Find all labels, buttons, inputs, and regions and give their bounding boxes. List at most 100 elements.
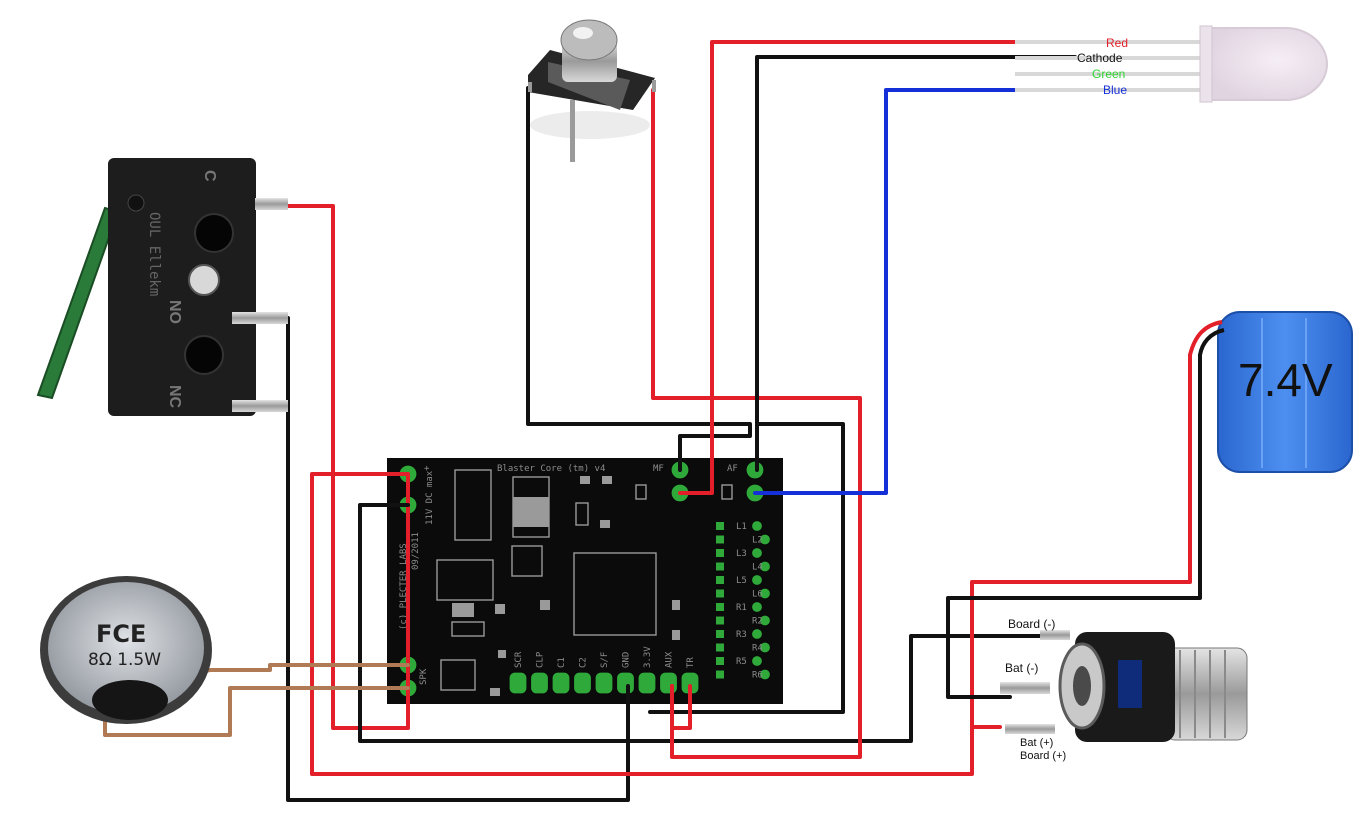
- led-blue-wire: [753, 88, 1102, 495]
- right-pin-label: R1: [736, 603, 747, 613]
- bottom-pin-label: C2: [579, 657, 589, 668]
- switch-screw: [127, 194, 145, 212]
- jack-lug-board-minus: [1040, 630, 1070, 640]
- speaker-face: [48, 582, 204, 714]
- right-pad-r2: [758, 614, 772, 627]
- battery-label: 7.4V: [1238, 354, 1333, 406]
- button-pin-left: [528, 82, 532, 92]
- bottom-pin-label: S/F: [600, 652, 610, 668]
- wires: [103, 40, 1202, 802]
- led-red-wire: [678, 40, 1112, 495]
- bottom-pad-clp: [529, 671, 550, 695]
- bottom-pin-label: SCR: [514, 651, 524, 668]
- switch-nc-label: NC: [166, 385, 183, 409]
- jack-bat-minus-label: Bat (-): [1005, 661, 1038, 675]
- bottom-pad-c2: [572, 671, 593, 695]
- right-solder-square: [716, 603, 724, 611]
- switch-hole-1: [194, 213, 234, 253]
- speaker-tab: [92, 680, 168, 720]
- jack-board-plus-label: Board (+): [1020, 750, 1066, 762]
- switch-c-label: C: [201, 170, 218, 182]
- right-pad-l1: [750, 519, 764, 533]
- right-pin-label: L2: [752, 536, 763, 546]
- button-red-wire: [651, 88, 862, 759]
- right-solder-square: [716, 535, 724, 544]
- button-leg: [570, 100, 575, 162]
- right-solder-square: [716, 589, 724, 598]
- jack-thread-lines: [1179, 650, 1226, 738]
- right-solder-square: [716, 657, 724, 665]
- board-plus-sign: +: [424, 464, 430, 474]
- right-pin-label: R5: [736, 657, 747, 667]
- speaker: FCE 8Ω 1.5W: [40, 576, 212, 724]
- right-pad-l3: [750, 546, 764, 560]
- jack-thread: [1164, 647, 1248, 741]
- right-pad-r3: [750, 627, 764, 641]
- switch-red-wire: [286, 204, 410, 730]
- led-cathode-label: Cathode: [1077, 51, 1123, 65]
- jack-bat-plus-label: Bat (+): [1020, 737, 1053, 749]
- switch-no-label: NO: [166, 300, 183, 324]
- right-pad-l6: [758, 587, 772, 600]
- board-mf-label: MF: [653, 464, 664, 474]
- led-green-label: Green: [1092, 67, 1125, 81]
- jack-board-minus-label: Board (-): [1008, 617, 1055, 631]
- switch-hole-3: [184, 335, 224, 375]
- right-pin-label: L1: [736, 522, 747, 532]
- right-solder-square: [716, 616, 724, 625]
- led-red-label: Red: [1106, 36, 1128, 50]
- board-minus-wire: [358, 503, 1042, 743]
- dc-jack: Board (-) Bat (-) Bat (+) Board (+): [1000, 617, 1248, 762]
- right-solder-square: [716, 576, 724, 584]
- right-solder-square: [716, 522, 724, 530]
- led-cathode-wire: [648, 55, 1077, 714]
- board-plus-wire: [310, 472, 1002, 776]
- right-pad-r4: [758, 641, 772, 654]
- controller-board: Blaster Core (tm) v4 + MF AF (c) PLECTER…: [387, 458, 783, 704]
- right-pin-label: R4: [752, 644, 763, 654]
- jack-lug-bat-minus: [1000, 682, 1050, 694]
- board-af-label: AF: [727, 464, 738, 474]
- led-lead-blue: [1015, 88, 1215, 92]
- battery-lead-red: [1188, 320, 1223, 356]
- rgb-led: Red Cathode Green Blue: [1015, 25, 1328, 103]
- speaker-brand: FCE: [96, 620, 146, 648]
- bottom-pad-c1: [551, 671, 571, 695]
- bottom-pad-scr: [508, 671, 528, 695]
- right-pin-label: R3: [736, 630, 747, 640]
- right-pin-label: L5: [736, 576, 747, 586]
- led-lead-green: [1015, 72, 1215, 76]
- button-highlight: [573, 27, 593, 39]
- right-pin-label: R6: [752, 671, 763, 681]
- switch-terminal-nc: [232, 400, 288, 412]
- battery-pack: 7.4V: [1188, 311, 1353, 473]
- battery-black-wire: [946, 353, 1202, 699]
- right-pin-label: L6: [752, 590, 763, 600]
- right-solder-square: [716, 630, 724, 638]
- right-pin-label: R2: [752, 617, 763, 627]
- switch-hole-2: [188, 264, 220, 296]
- speaker-wire-2: [103, 686, 410, 737]
- right-solder-square: [716, 643, 724, 652]
- bottom-pin-label: 3.3V: [643, 646, 653, 668]
- button-pin-right: [652, 80, 656, 92]
- speaker-rating: 8Ω 1.5W: [88, 650, 161, 670]
- right-pad-l4: [758, 560, 772, 573]
- battery-lead-black: [1198, 328, 1225, 356]
- right-solder-square: [716, 670, 724, 679]
- led-blue-label: Blue: [1103, 83, 1127, 97]
- jack-lug-plus: [1005, 724, 1055, 734]
- button-black-wire: [526, 86, 752, 472]
- right-solder-square: [716, 562, 724, 571]
- microswitch: OUL Ellekm C NO NC: [36, 158, 288, 416]
- bottom-pin-label: C1: [557, 657, 567, 668]
- board-spk-label: SPK: [419, 668, 429, 685]
- switch-marking: OUL Ellekm: [146, 212, 162, 296]
- bottom-pin-label: CLP: [536, 651, 546, 668]
- push-button: [528, 19, 656, 162]
- led-dome: [1204, 27, 1328, 101]
- led-lead-cathode: [1015, 56, 1215, 60]
